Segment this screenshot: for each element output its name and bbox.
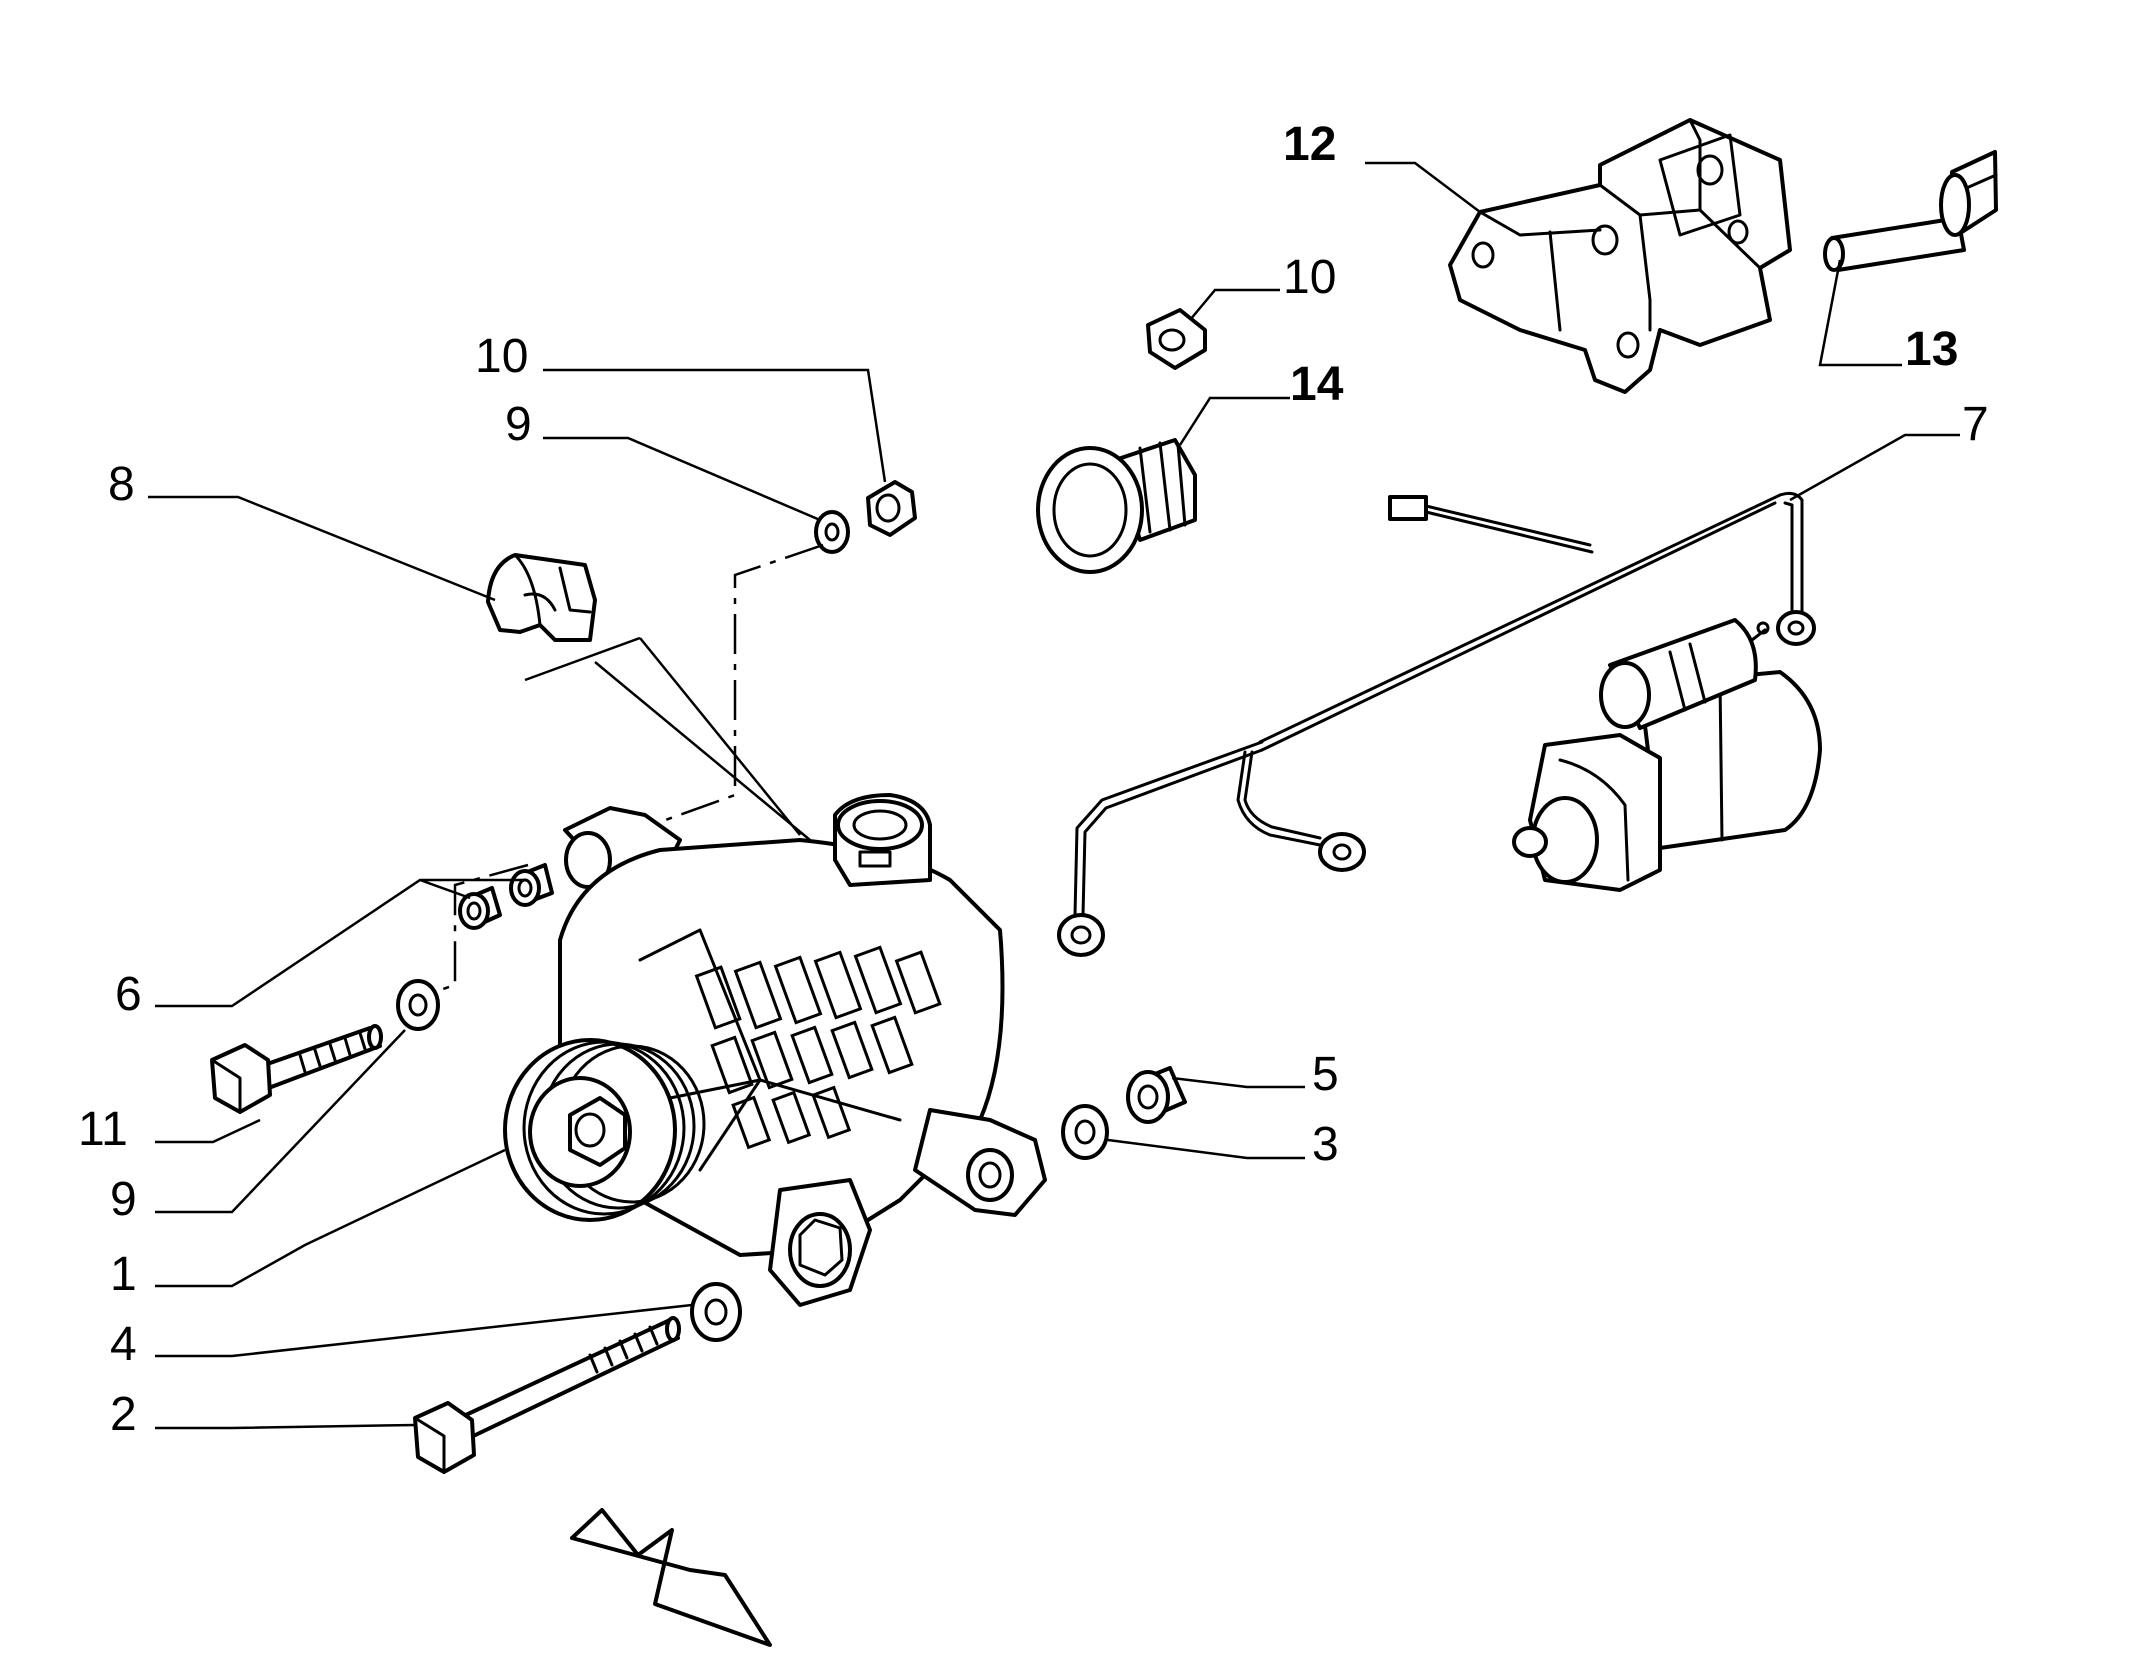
part-9-washer-upper[interactable]	[814, 510, 850, 554]
part-7-wiring-harness[interactable]	[1057, 491, 1816, 957]
callout-2: 2	[110, 1388, 137, 1441]
part-1-alternator[interactable]	[503, 793, 1047, 1307]
callout-10-left: 10	[475, 330, 528, 383]
callout-12: 12	[1283, 118, 1336, 171]
part-14-bushing[interactable]	[1036, 438, 1197, 574]
part-11-bolt[interactable]	[210, 1024, 383, 1114]
callout-3: 3	[1312, 1118, 1339, 1171]
callout-4: 4	[110, 1318, 137, 1371]
part-4-washer[interactable]	[690, 1282, 742, 1342]
part-5-bushing[interactable]	[1126, 1066, 1187, 1124]
callout-6: 6	[115, 968, 142, 1021]
callout-9-lower: 9	[110, 1173, 137, 1226]
part-10-nut-upper[interactable]	[1146, 308, 1207, 370]
callout-8: 8	[108, 458, 135, 511]
part-2-bolt[interactable]	[413, 1316, 681, 1474]
callout-5: 5	[1312, 1048, 1339, 1101]
callout-13: 13	[1905, 323, 1958, 376]
clamp-pointer	[524, 636, 811, 841]
part-8-clamp[interactable]	[486, 553, 597, 642]
callout-9-upper: 9	[505, 398, 532, 451]
part-12-bracket[interactable]	[1448, 118, 1792, 394]
callout-1: 1	[110, 1248, 137, 1301]
callout-10-upper: 10	[1283, 251, 1336, 304]
part-13-bolt[interactable]	[1823, 150, 1998, 272]
alignment-line-left	[424, 863, 529, 997]
callout-14: 14	[1290, 358, 1344, 411]
alignment-line-upper	[659, 543, 824, 824]
part-6-bushings[interactable]	[458, 863, 554, 930]
outline-arrow-down-right-icon	[570, 1508, 772, 1647]
part-3-washer[interactable]	[1061, 1104, 1109, 1160]
leader-lines	[148, 161, 1960, 1430]
part-10-nut-left[interactable]	[866, 480, 917, 537]
callout-11: 11	[78, 1103, 128, 1156]
part-9-washer-lower[interactable]	[396, 979, 440, 1031]
alternator-cooling-fins	[694, 945, 942, 1150]
callout-7: 7	[1962, 398, 1989, 451]
starter-motor	[1512, 618, 1822, 892]
alternator-pulley[interactable]	[503, 1038, 706, 1222]
